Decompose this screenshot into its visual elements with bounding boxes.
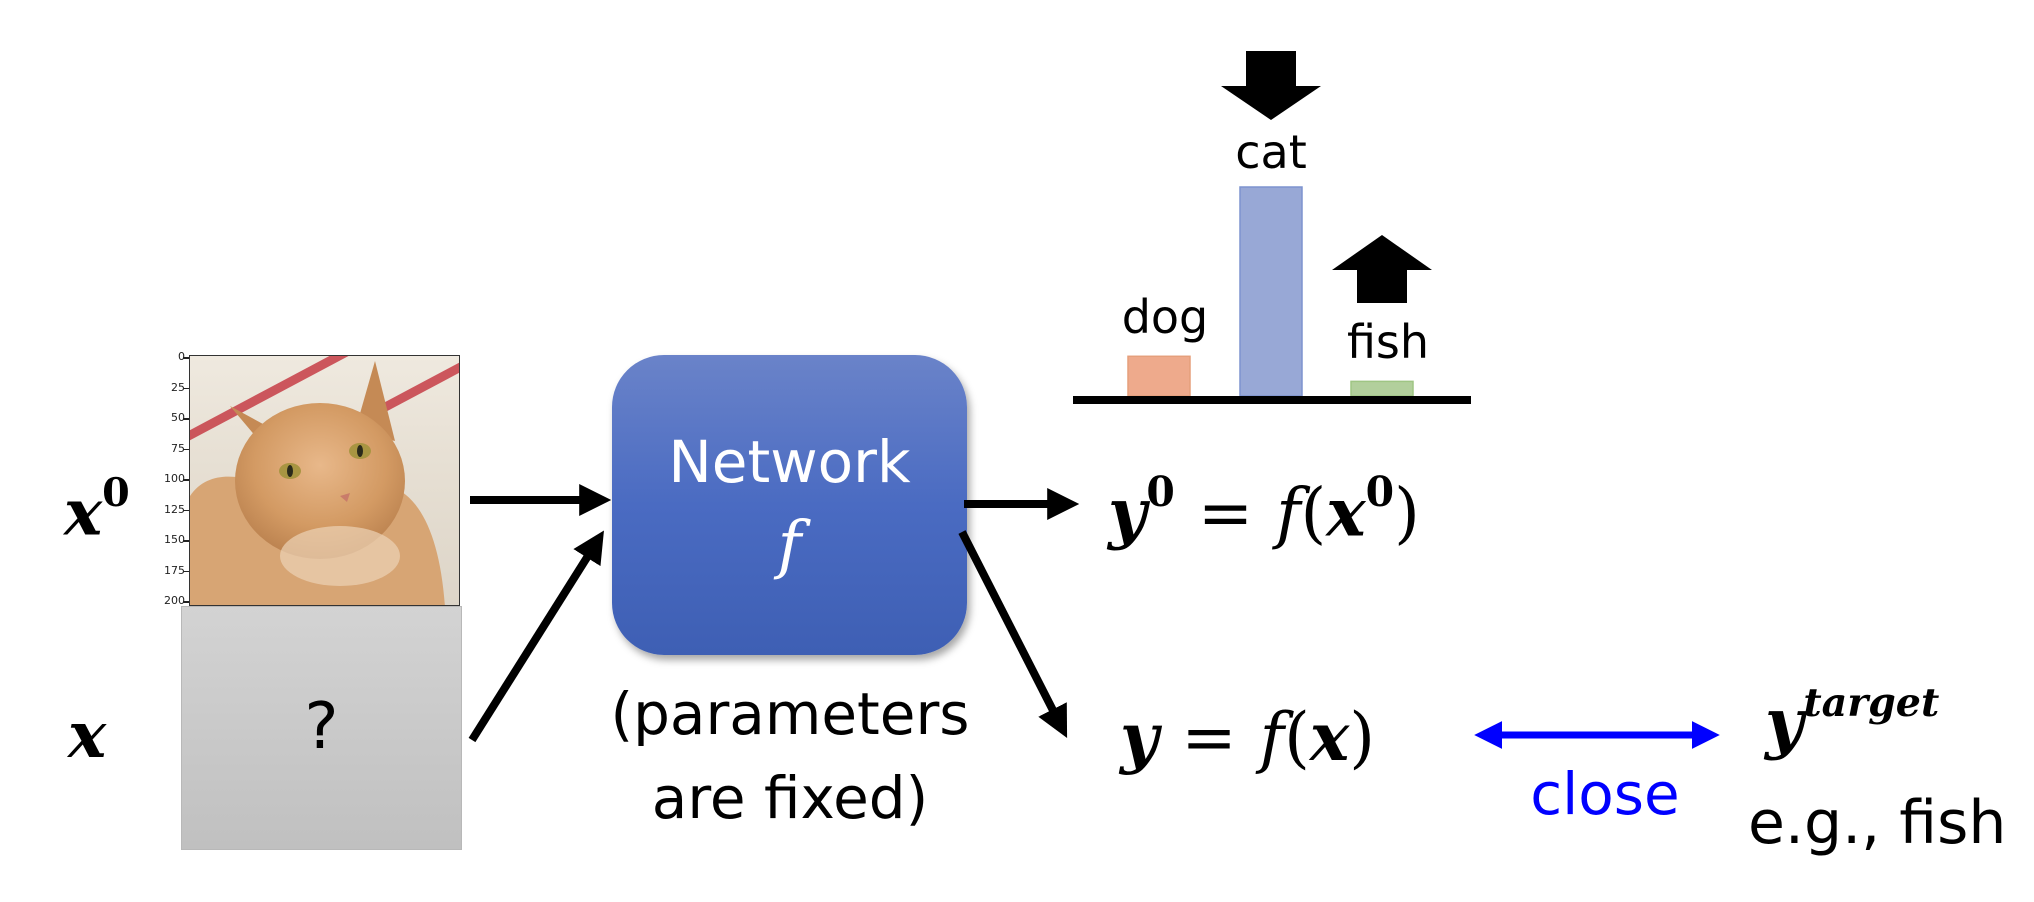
original-input-superscript: 0 [102,470,130,516]
cat-pupil-left [287,465,293,477]
original-input-symbol: x [64,475,103,551]
image-y-tick-label: 25 [171,380,185,394]
eq-arg: x [1309,698,1350,776]
parameters-fixed-note: (parameters are fixed) [590,672,990,840]
eq-arg-sup: 0 [1365,468,1395,516]
image-y-tick-label: 175 [164,563,185,577]
image-y-tick-label: 0 [178,350,185,363]
bar-label-dog: dog [1121,290,1209,345]
cat-illustration [190,361,445,605]
eq-fn: f [1276,474,1301,552]
bar-dog [1127,355,1191,397]
network-block [612,355,967,655]
eq-close-paren: ) [1349,699,1375,776]
eq-lhs: y [1108,473,1147,552]
eq-arg: x [1326,473,1366,552]
original-input-label: x0 [64,470,130,551]
bar-label-cat: cat [1235,125,1307,179]
image-y-tick-label: 200 [164,594,185,607]
image-y-tick-label: 75 [171,441,185,455]
eq-lhs-sup: 0 [1146,468,1175,516]
increase-arrow-icon [1332,235,1432,303]
cat-pupil-right [357,445,363,457]
arrow-network-to-adversarial-output [958,530,1068,738]
cat-chest [280,526,400,586]
image-y-tick [183,509,189,511]
target-example: e.g., fish [1748,788,2007,858]
eq-equals: = [1181,699,1237,776]
image-y-tick [183,601,189,603]
image-y-tick [183,387,189,389]
image-y-tick [183,448,189,450]
network-title: Network [668,428,911,496]
cat-nose [340,493,350,502]
adversarial-input-label: x [68,698,107,773]
eq-equals: = [1197,474,1254,552]
eq-open-paren: ( [1300,474,1327,552]
bar-fish [1350,380,1414,397]
target-symbol: y [1765,683,1804,762]
target-superscript: target [1803,680,1940,726]
bar-label-fish: fish [1346,315,1430,370]
image-y-tick [183,357,189,359]
image-y-tick [183,418,189,420]
image-y-tick-label: 150 [164,533,185,546]
image-y-tick-label: 100 [164,472,185,485]
note-line-1: (parameters [610,680,970,748]
arrow-adversarial-to-network [468,530,604,743]
note-line-2: are fixed) [651,764,929,832]
eq-close-paren: ) [1394,474,1420,552]
eq-fn: f [1259,699,1285,776]
image-y-tick [183,570,189,572]
cat-head [235,403,405,559]
unknown-input-box [181,606,462,850]
eq-lhs: y [1120,698,1159,776]
image-y-tick [183,540,189,542]
image-y-tick-label: 125 [164,502,185,516]
class-probability-chart [1073,51,1471,404]
close-relation-label: close [1530,760,1680,828]
cat-image [189,355,460,606]
chart-baseline [1073,396,1471,404]
image-y-tick [183,479,189,481]
bar-cat [1239,186,1303,397]
target-output-label: ytarget [1765,680,1939,762]
image-y-tick-label: 50 [171,411,185,424]
decrease-arrow-icon [1221,51,1321,120]
unknown-input-symbol: ? [304,690,339,764]
original-output-equation: y0 = f(x0) [1108,468,1420,551]
eq-open-paren: ( [1284,699,1310,776]
network-function-symbol: f [777,508,802,582]
adversarial-output-equation: y = f(x) [1120,698,1375,776]
